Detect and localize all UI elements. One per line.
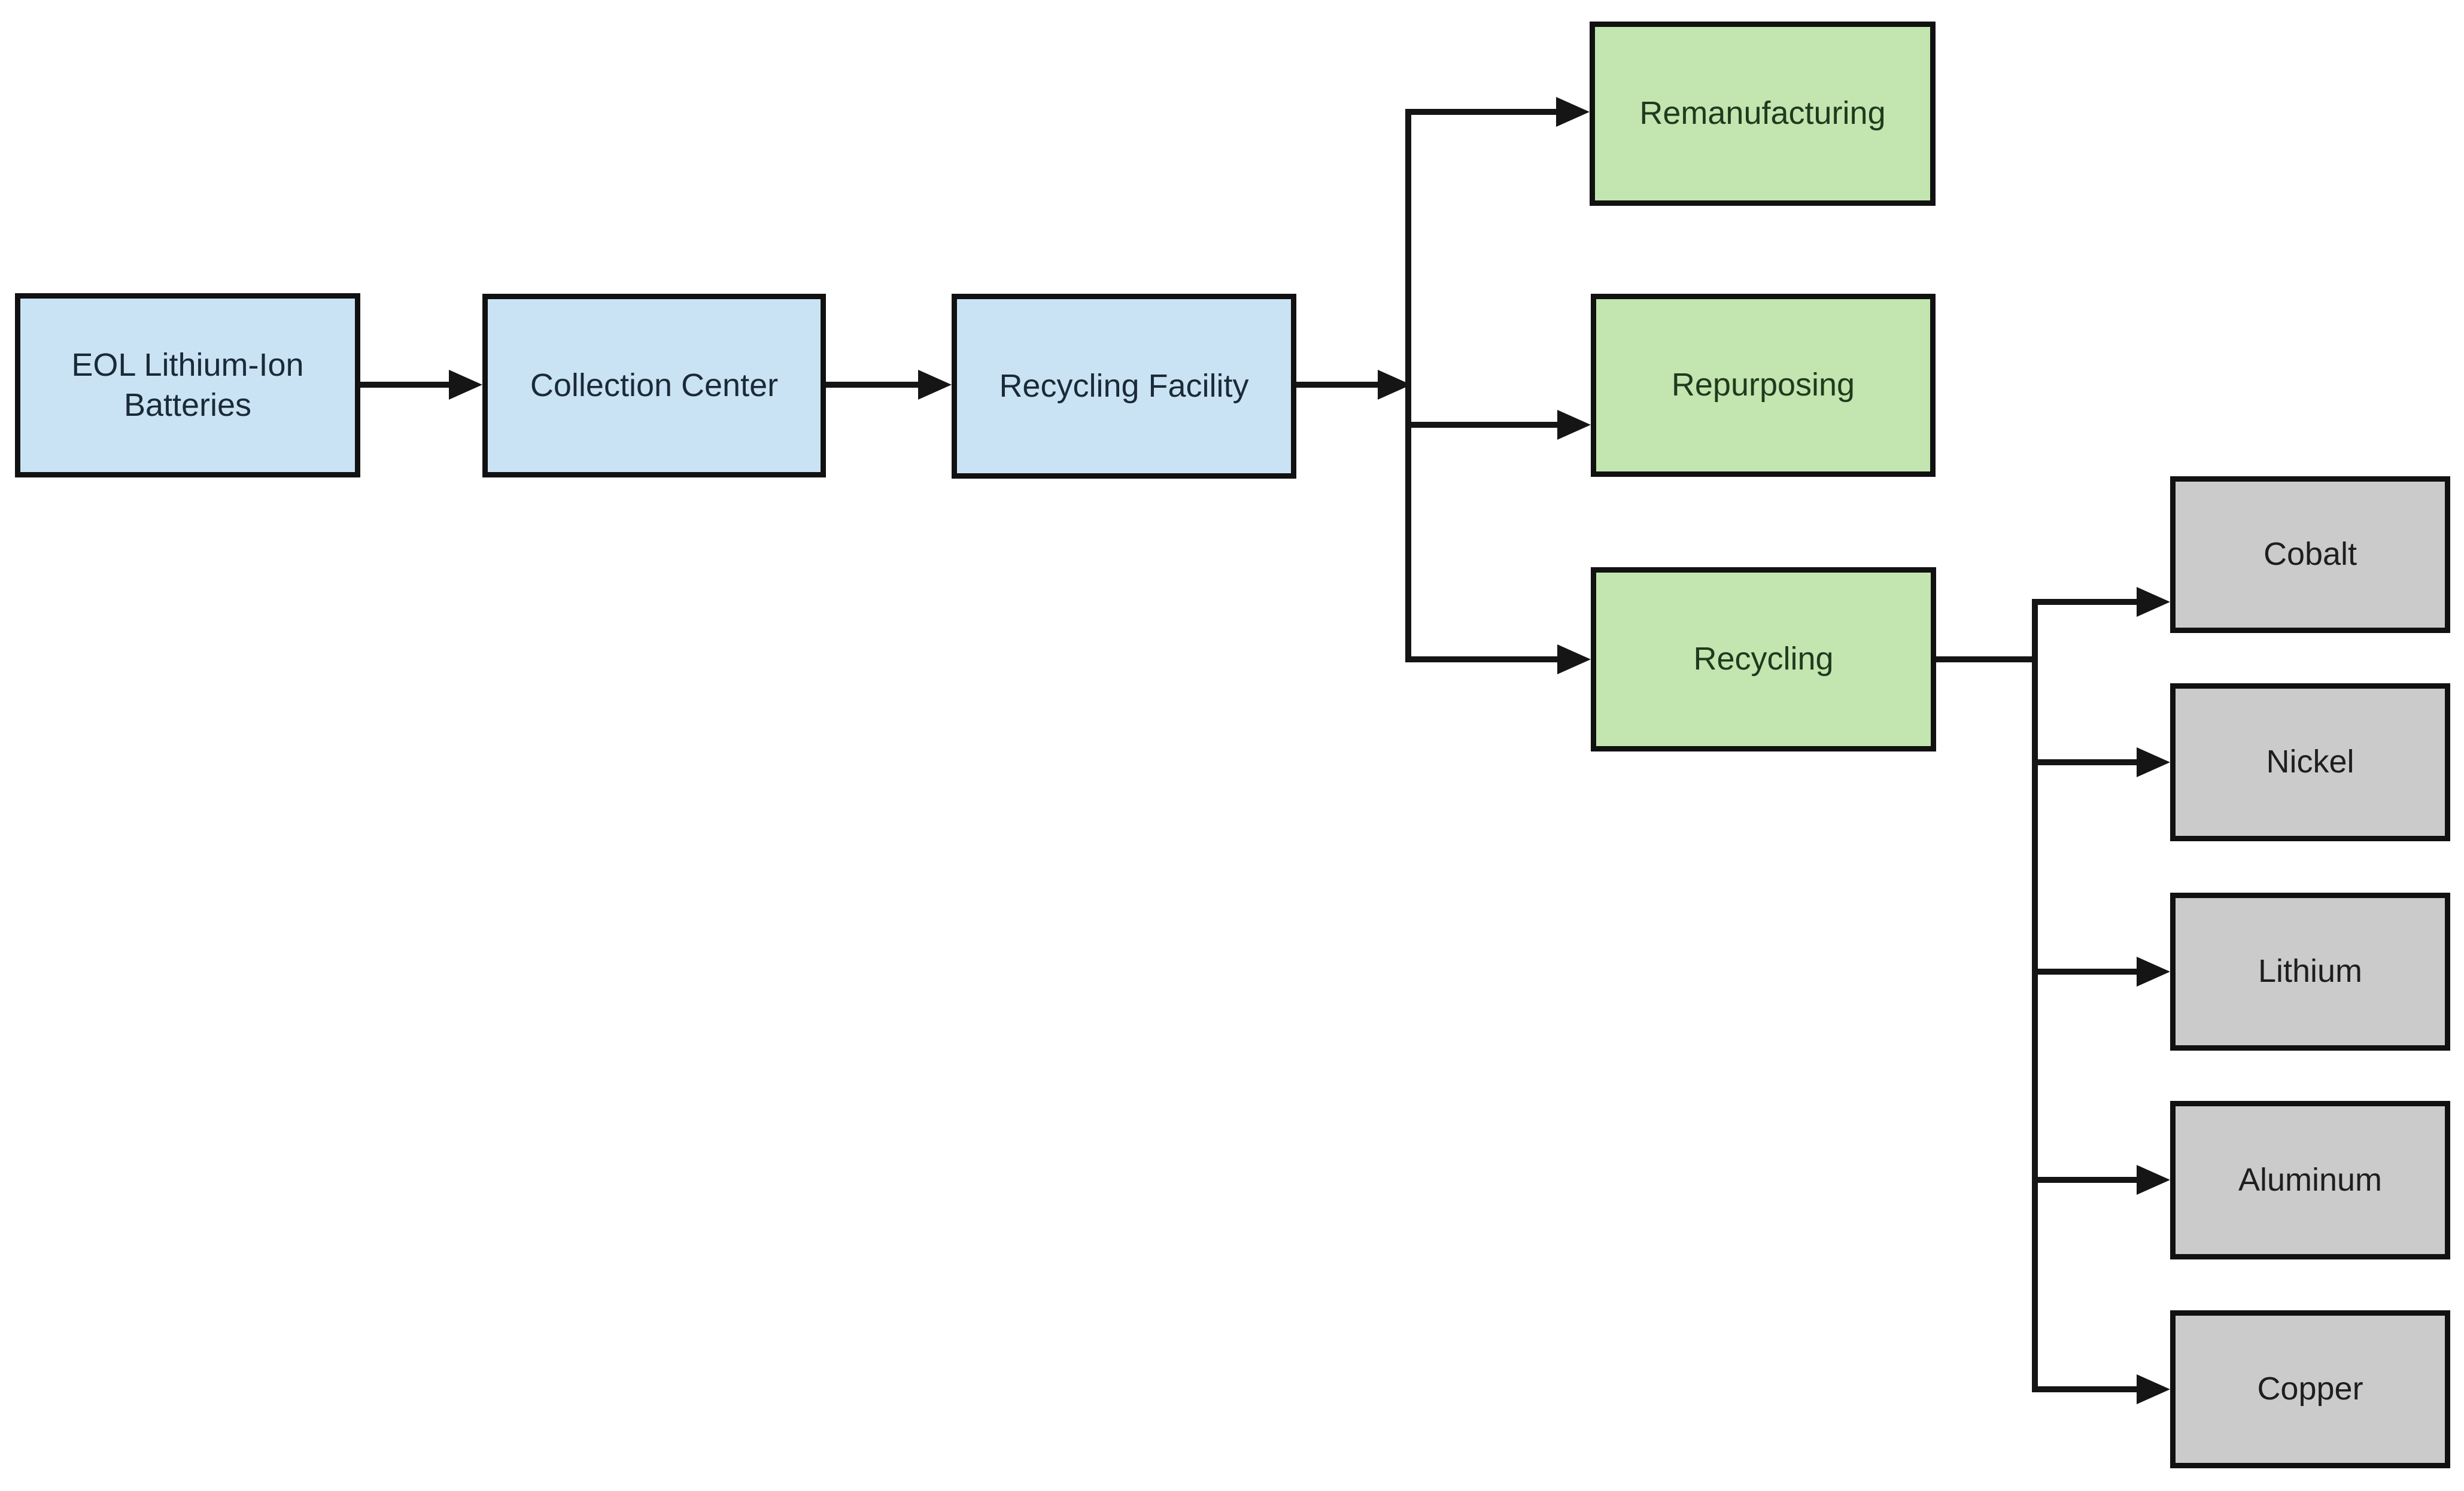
edge-facility-to-junction-line (1296, 382, 1380, 388)
node-repurposing: Repurposing (1591, 294, 1936, 477)
arrowhead-junction-to-cobalt (2137, 587, 2170, 617)
arrowhead-junction-to-recycling (1557, 644, 1591, 674)
node-eol-lithium-ion-batteries: EOL Lithium-Ion Batteries (15, 293, 360, 477)
arrowhead-eol-to-collection (449, 370, 482, 400)
node-recycling-facility: Recycling Facility (952, 294, 1296, 479)
arrowhead-collection-to-facility (918, 370, 952, 400)
material-branch-vertical-line (2032, 599, 2038, 1392)
node-label: Copper (2257, 1371, 2363, 1407)
node-label: Aluminum (2238, 1161, 2383, 1198)
node-label: Repurposing (1671, 367, 1855, 403)
edge-junction-to-copper-line (2032, 1386, 2139, 1392)
edge-junction-to-aluminum-line (2032, 1177, 2139, 1183)
edge-recycling-to-junction-line (1936, 656, 2038, 662)
node-copper: Copper (2170, 1310, 2450, 1468)
arrowhead-junction-to-copper (2137, 1374, 2170, 1404)
node-label: EOL Lithium-Ion Batteries (71, 346, 304, 424)
edge-junction-to-cobalt-line (2032, 599, 2139, 605)
node-label: Nickel (2266, 744, 2354, 780)
node-label: Recycling Facility (999, 367, 1249, 404)
edge-junction-to-repurposing-line (1405, 422, 1560, 428)
arrowhead-junction-to-aluminum (2137, 1165, 2170, 1195)
edge-junction-to-remanufacturing-line (1405, 109, 1558, 115)
edge-eol-to-collection-line (360, 382, 454, 388)
edge-collection-to-facility-line (826, 382, 920, 388)
arrowhead-junction-to-repurposing (1557, 410, 1591, 440)
node-label: Cobalt (2263, 536, 2357, 573)
arrowhead-junction-to-lithium (2137, 957, 2170, 987)
node-nickel: Nickel (2170, 683, 2450, 841)
node-recycling: Recycling (1591, 567, 1936, 751)
node-label: Lithium (2258, 953, 2363, 990)
node-aluminum: Aluminum (2170, 1101, 2450, 1259)
node-label: Remanufacturing (1639, 95, 1886, 132)
node-lithium: Lithium (2170, 893, 2450, 1051)
node-remanufacturing: Remanufacturing (1590, 22, 1936, 206)
node-cobalt: Cobalt (2170, 476, 2450, 633)
node-label: Recycling (1693, 641, 1834, 677)
edge-junction-to-lithium-line (2032, 969, 2139, 975)
node-label: Collection Center (530, 367, 779, 403)
arrowhead-junction-to-nickel (2137, 747, 2170, 777)
pathway-branch-vertical-line (1405, 109, 1411, 662)
edge-junction-to-nickel-line (2032, 759, 2139, 765)
arrowhead-junction-to-remanufacturing (1556, 97, 1590, 127)
node-collection-center: Collection Center (482, 294, 826, 477)
edge-junction-to-recycling-line (1405, 656, 1560, 662)
